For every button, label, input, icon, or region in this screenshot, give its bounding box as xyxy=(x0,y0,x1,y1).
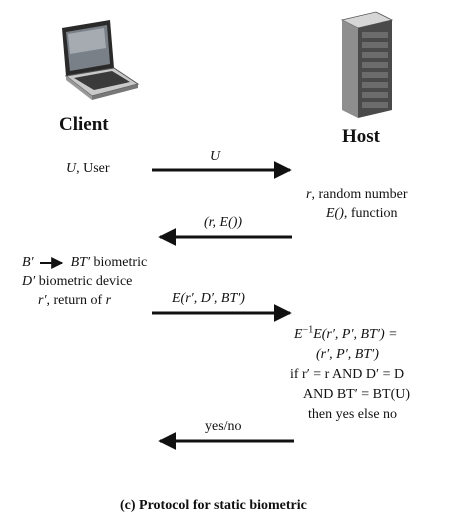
message-u: U xyxy=(210,149,221,164)
host-heading: Host xyxy=(342,126,380,147)
host-note-random: r, random number xyxy=(306,187,408,202)
host-note-decrypt-result: (r′, P′, BT′) xyxy=(316,347,379,362)
client-user-label: U, User xyxy=(66,161,110,176)
message-r-e: (r, E()) xyxy=(204,215,243,230)
host-note-check-1: if r′ = r AND D′ = D xyxy=(290,367,405,382)
laptop-icon xyxy=(62,20,140,100)
client-note-biometric: B′ BT′ biometric xyxy=(22,255,148,270)
host-note-function: E(), function xyxy=(326,206,398,221)
message-e-rdbt: E(r′, D′, BT′) xyxy=(172,291,245,306)
host-note-decrypt: E−1E(r′, P′, BT′) = xyxy=(294,324,398,342)
host-note-check-3: then yes else no xyxy=(308,407,398,422)
server-icon xyxy=(340,11,394,118)
message-yes-no: yes/no xyxy=(205,419,242,434)
figure-caption: (c) Protocol for static biometric xyxy=(120,498,307,513)
host-note-check-2: AND BT′ = BT(U) xyxy=(303,387,411,402)
client-note-return: r′, return of r xyxy=(38,293,112,308)
client-heading: Client xyxy=(59,114,109,135)
client-note-device: D′ biometric device xyxy=(22,274,133,289)
